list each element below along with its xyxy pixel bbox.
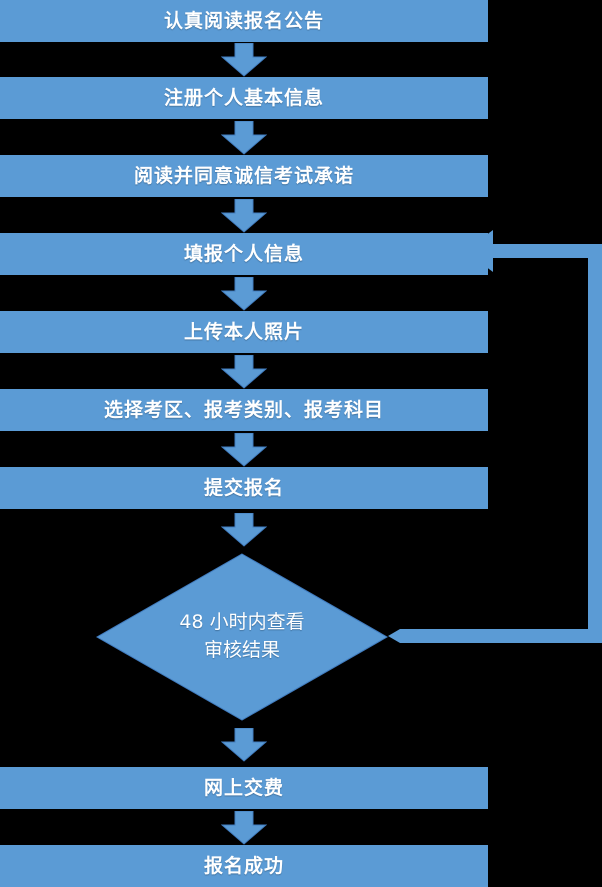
arrow-down-icon-1: [221, 43, 267, 77]
arrow-down-icon-9: [221, 811, 267, 845]
arrow-down-icon-3: [221, 199, 267, 233]
process-node-upload-photo[interactable]: 上传本人照片: [0, 311, 488, 353]
node-label: 注册个人基本信息: [163, 86, 324, 109]
node-label: 填报个人信息: [183, 242, 304, 265]
process-node-agree-integrity-pledge[interactable]: 阅读并同意诚信考试承诺: [0, 155, 488, 197]
node-label: 认真阅读报名公告: [163, 9, 324, 32]
process-node-select-exam-region-category-subject[interactable]: 选择考区、报考类别、报考科目: [0, 389, 488, 431]
decision-node-check-review-result[interactable]: 48 小时内查看 审核结果: [96, 553, 388, 721]
arrow-down-icon-4: [221, 277, 267, 311]
process-node-read-announcement[interactable]: 认真阅读报名公告: [0, 0, 488, 42]
arrow-down-icon-2: [221, 121, 267, 155]
node-label: 阅读并同意诚信考试承诺: [133, 164, 354, 187]
process-node-register-basic-info[interactable]: 注册个人基本信息: [0, 77, 488, 119]
node-label: 上传本人照片: [183, 320, 304, 343]
arrow-down-icon-6: [221, 433, 267, 467]
node-label: 选择考区、报考类别、报考科目: [103, 398, 384, 421]
arrow-down-icon-7: [221, 513, 267, 547]
arrow-down-icon-5: [221, 355, 267, 389]
process-node-registration-success[interactable]: 报名成功: [0, 845, 488, 887]
feedback-loop-arrow: [386, 230, 602, 650]
node-label: 报名成功: [203, 854, 284, 877]
process-node-online-payment[interactable]: 网上交费: [0, 767, 488, 809]
node-label: 提交报名: [203, 476, 284, 499]
process-node-submit-application[interactable]: 提交报名: [0, 467, 488, 509]
node-label: 网上交费: [203, 776, 284, 799]
process-node-fill-personal-info[interactable]: 填报个人信息: [0, 233, 488, 275]
arrow-down-icon-8: [221, 728, 267, 762]
